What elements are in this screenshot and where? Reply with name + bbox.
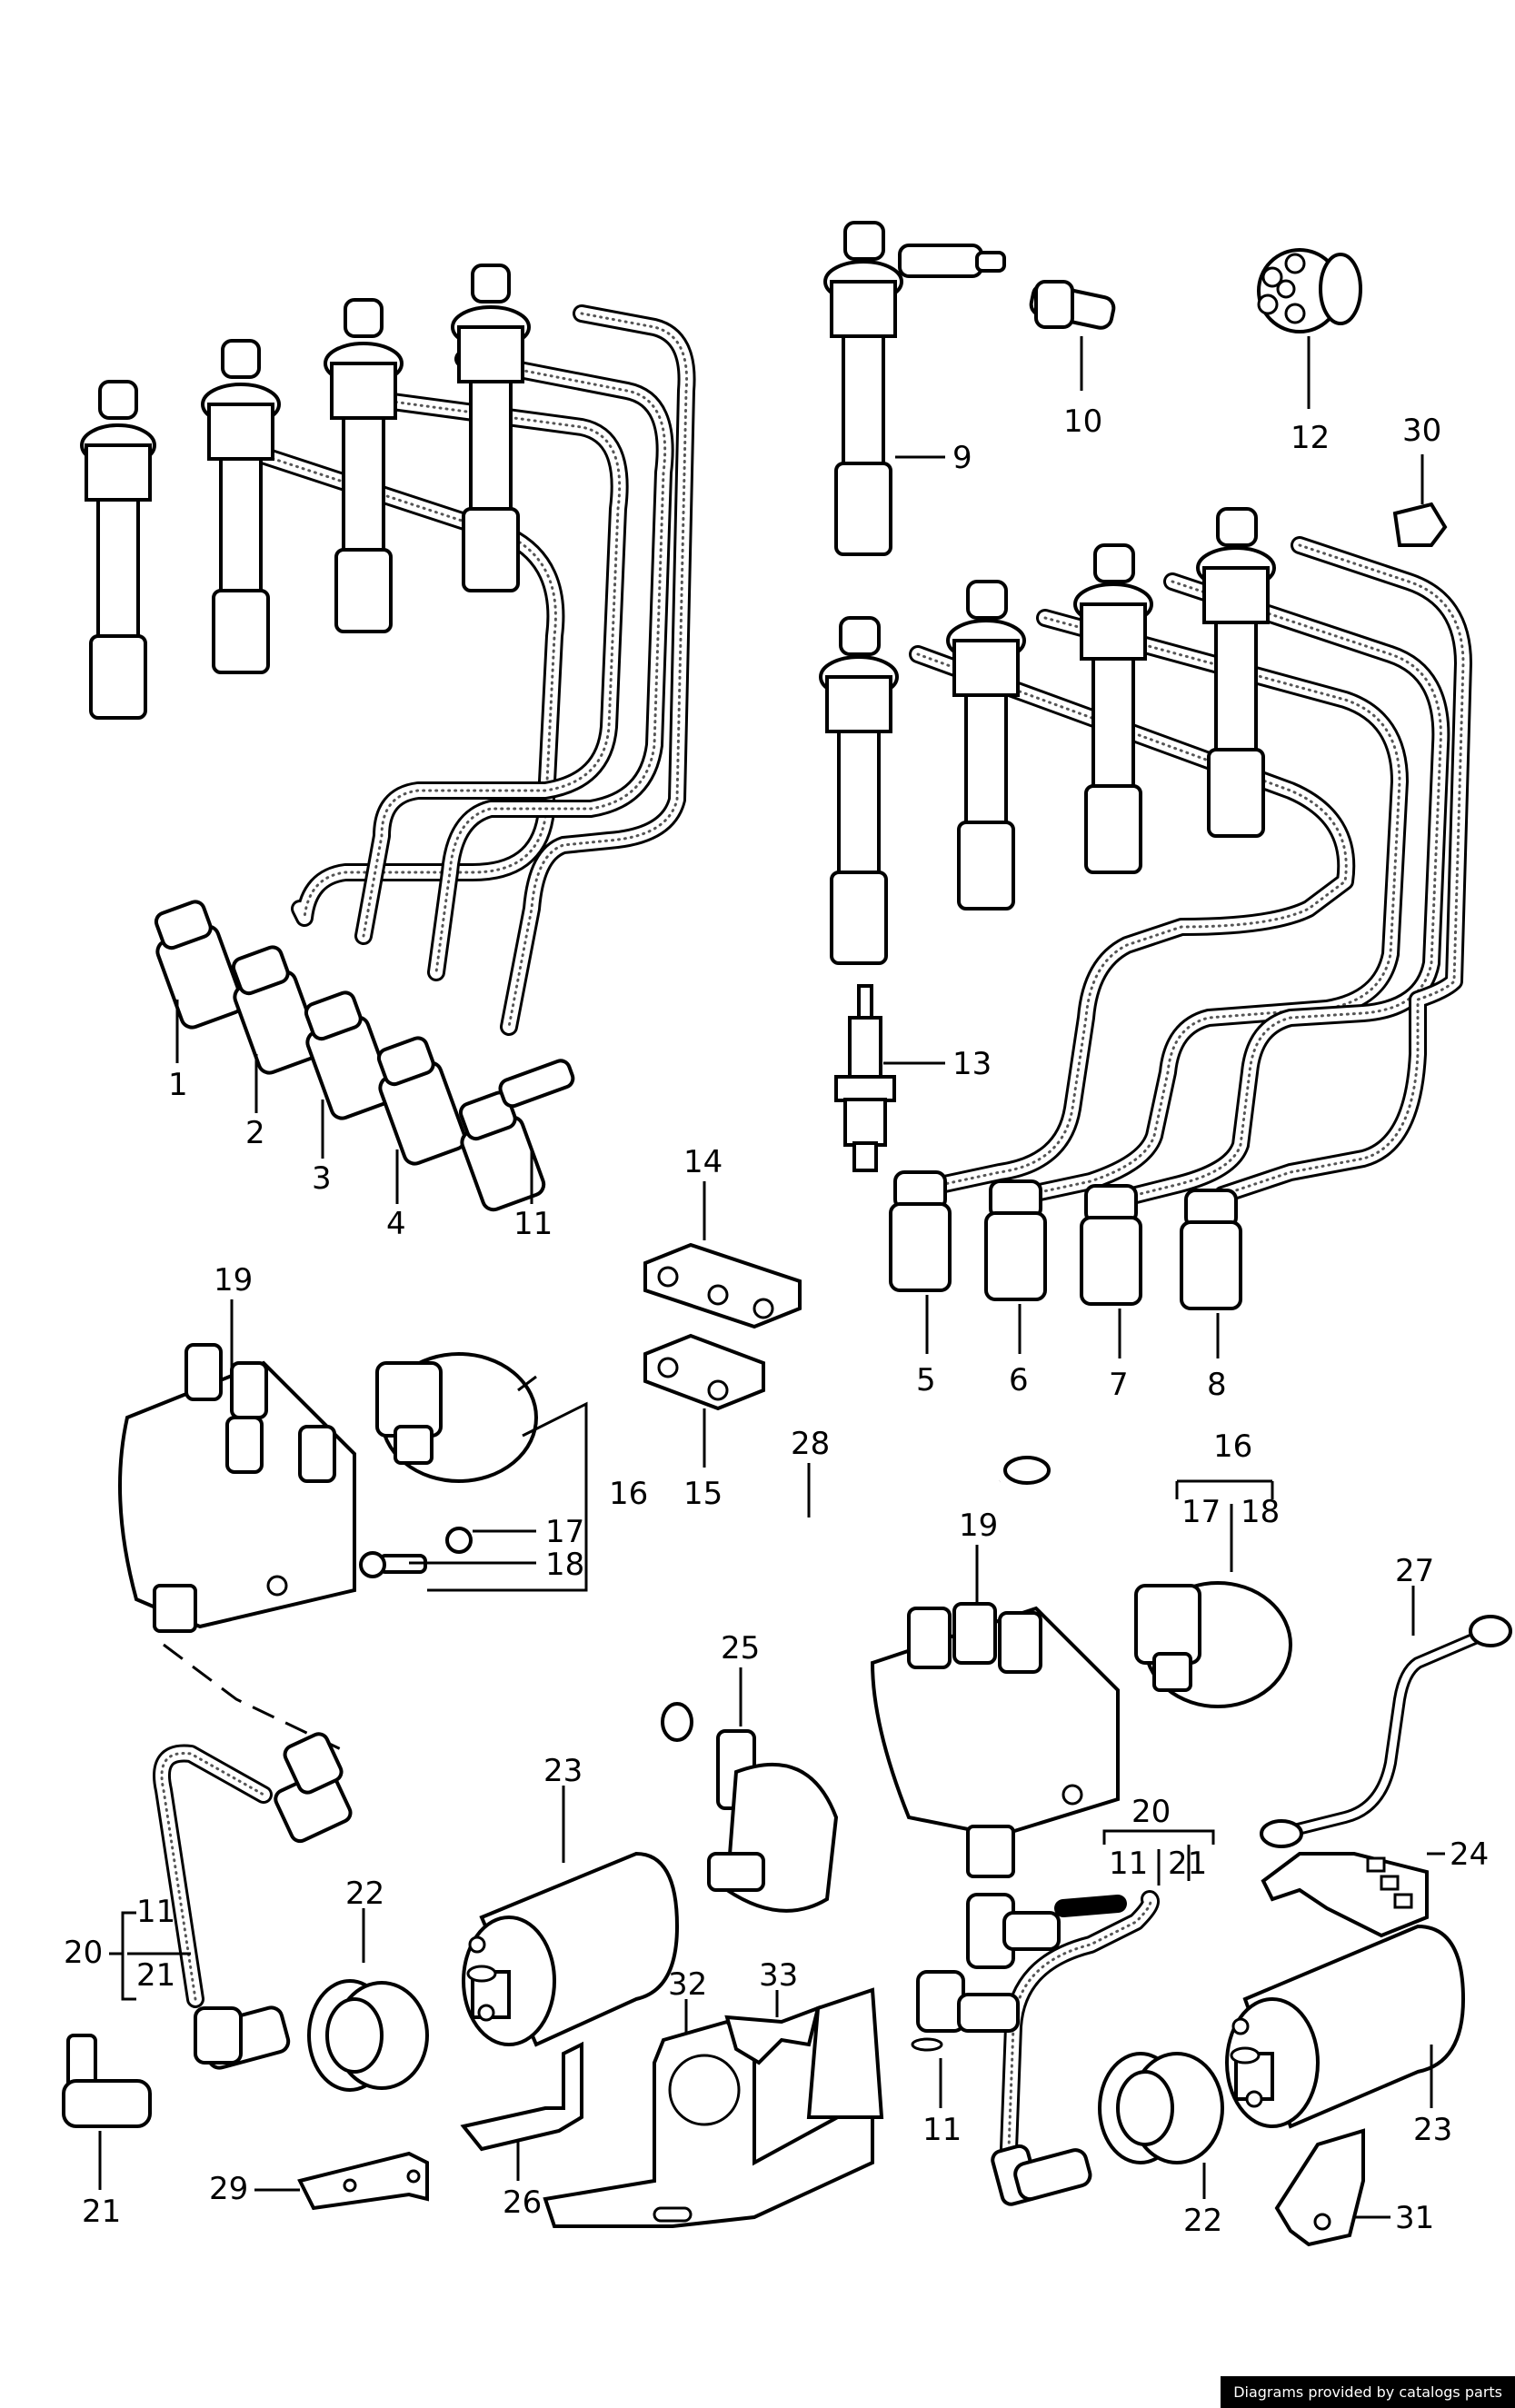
label-6: 6 — [1009, 1362, 1029, 1398]
label-18-a: 18 — [545, 1547, 584, 1583]
label-7: 7 — [1109, 1367, 1129, 1403]
lead-wires-right — [909, 536, 1472, 1209]
plug-boots-left — [80, 264, 531, 720]
label-9: 9 — [952, 440, 972, 476]
part-19-distributor-left — [118, 1299, 356, 1751]
part-22-boot-left — [307, 1908, 429, 2092]
label-27: 27 — [1395, 1553, 1434, 1589]
label-29: 29 — [209, 2171, 248, 2207]
label-17-a: 17 — [545, 1514, 584, 1550]
label-11-b: 11 — [136, 1894, 175, 1930]
part-25-clamp — [707, 1667, 839, 1913]
credit-badge: Diagrams provided by catalogs parts — [1221, 2376, 1515, 2408]
label-10: 10 — [1063, 403, 1102, 440]
part-29-bracket — [254, 2151, 429, 2211]
plug-boots-right — [819, 507, 1276, 965]
label-31: 31 — [1395, 2200, 1434, 2236]
plug-boot-4 — [451, 264, 531, 592]
label-8: 8 — [1207, 1367, 1227, 1403]
part-15-bracket — [643, 1333, 765, 1468]
lead-wires-left — [209, 304, 696, 1036]
label-11-a: 11 — [513, 1206, 553, 1242]
part-17-washer — [445, 1527, 473, 1554]
label-1: 1 — [168, 1067, 188, 1103]
label-30: 30 — [1402, 413, 1441, 449]
part-9-lead — [823, 221, 1006, 556]
part-19-distributor-right — [870, 1545, 1120, 1878]
label-20-a: 20 — [64, 1935, 103, 1971]
label-13: 13 — [952, 1046, 992, 1082]
part-32-mounting-bracket — [543, 1987, 884, 2228]
label-28: 28 — [791, 1426, 830, 1462]
distributor-end-connectors-left — [154, 900, 575, 1212]
part-26-bracket — [460, 2041, 583, 2181]
label-33: 33 — [759, 1957, 798, 1994]
label-11-d: 11 — [922, 2112, 962, 2148]
ignition-lead-set-left — [80, 264, 696, 1212]
part-18-screw — [359, 1551, 427, 1578]
label-16-b: 16 — [1213, 1428, 1252, 1465]
part-23-coil-right — [1225, 1924, 1466, 2129]
part-21-connector-left — [62, 2034, 152, 2190]
label-3: 3 — [312, 1160, 332, 1197]
label-24: 24 — [1450, 1836, 1489, 1873]
part-13-spark-plug — [834, 984, 945, 1172]
label-21-b: 21 — [82, 2194, 121, 2230]
part-16-assembly-right — [1134, 1479, 1292, 1708]
part-20-ht-lead-left — [109, 1732, 353, 2070]
label-32: 32 — [668, 1966, 707, 2003]
part-22-boot-right — [1098, 2052, 1224, 2199]
label-18-b: 18 — [1241, 1494, 1280, 1530]
part-27-ground-strap — [1260, 1586, 1512, 1848]
label-15: 15 — [683, 1476, 723, 1512]
label-20-b: 20 — [1131, 1794, 1171, 1830]
plug-boot-2 — [201, 339, 281, 674]
distributor-end-connectors-right — [889, 1170, 1242, 1310]
label-16-a: 16 — [609, 1476, 648, 1512]
label-11-c: 11 — [1109, 1846, 1148, 1882]
part-28-ground-cable — [661, 1456, 1051, 1742]
label-19-b: 19 — [959, 1507, 998, 1544]
plug-boot-3 — [324, 298, 404, 633]
label-5: 5 — [916, 1362, 936, 1398]
label-23-a: 23 — [543, 1753, 583, 1789]
label-25: 25 — [721, 1630, 760, 1667]
part-33-clip — [724, 1990, 821, 2065]
label-17-b: 17 — [1181, 1494, 1221, 1530]
part-16-assembly-left — [359, 1352, 588, 1592]
label-23-b: 23 — [1413, 2112, 1452, 2148]
label-22-b: 22 — [1183, 2203, 1222, 2239]
part-20-ht-lead-right — [911, 1829, 1215, 2206]
label-19-a: 19 — [214, 1262, 253, 1299]
part-14-bracket — [643, 1181, 802, 1329]
plug-boot-1 — [80, 380, 156, 720]
label-26: 26 — [503, 2184, 542, 2221]
part-30-clip — [1392, 454, 1448, 547]
callout-labels: 1 2 3 4 11 9 10 12 30 13 5 6 7 8 14 15 1… — [64, 403, 1489, 2239]
part-12-cap — [1257, 248, 1362, 409]
ignition-lead-set-right — [819, 507, 1472, 1358]
label-22-a: 22 — [345, 1876, 384, 1912]
part-23-coil-left — [462, 1786, 680, 2047]
label-12: 12 — [1291, 420, 1330, 456]
label-21-a: 21 — [136, 1957, 175, 1994]
part-31-bracket — [1274, 2128, 1390, 2247]
label-2: 2 — [245, 1115, 265, 1151]
part-10-terminal — [1029, 280, 1116, 391]
label-4: 4 — [386, 1206, 406, 1242]
label-14: 14 — [683, 1144, 723, 1180]
part-24-bracket — [1261, 1852, 1445, 1938]
